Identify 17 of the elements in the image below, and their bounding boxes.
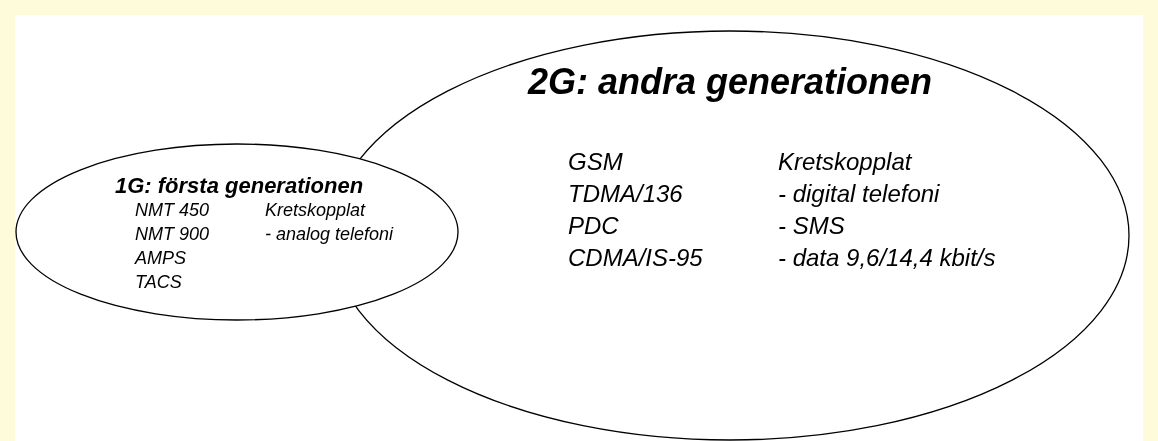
list-text: GSM xyxy=(568,149,623,176)
heading-text: 1G: första generationen xyxy=(115,174,364,199)
list-text: PDC xyxy=(568,213,619,240)
list-text: Kretskopplat xyxy=(265,201,366,221)
ellipse-node xyxy=(15,143,459,321)
list-text: AMPS xyxy=(135,249,186,269)
list-text: - SMS xyxy=(778,213,845,240)
list-text: CDMA/IS-95 xyxy=(568,245,703,272)
list-text: NMT 450 xyxy=(135,201,210,221)
list-text: TACS xyxy=(135,273,182,293)
list-text: NMT 900 xyxy=(135,225,210,245)
list-text: - data 9,6/14,4 kbit/s xyxy=(778,245,996,272)
list-text: - analog telefoni xyxy=(265,225,394,245)
heading-text: 2G: andra generationen xyxy=(528,62,933,102)
list-text: - digital telefoni xyxy=(778,181,940,208)
list-text: Kretskopplat xyxy=(778,149,912,176)
list-text: TDMA/136 xyxy=(568,181,683,208)
